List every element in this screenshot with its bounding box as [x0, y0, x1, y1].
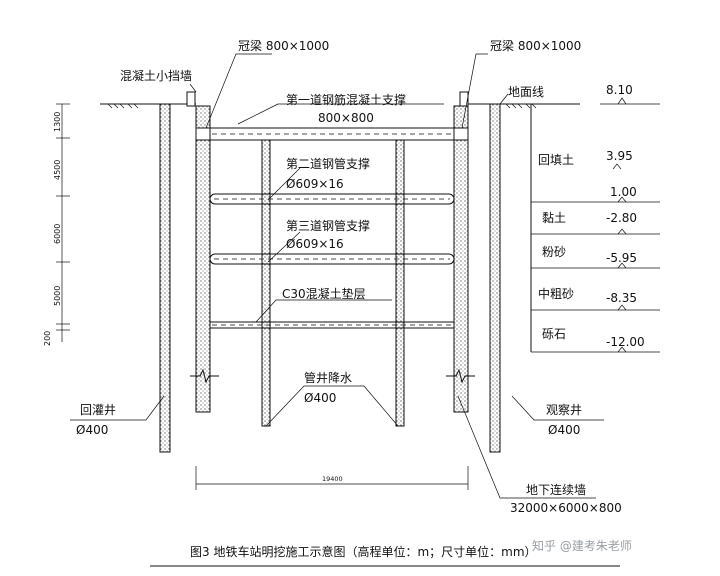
ground-elevation: 8.10 — [606, 83, 633, 97]
strut-2 — [209, 193, 455, 205]
diaphragm-wall-left — [195, 105, 211, 413]
strut-1 — [209, 127, 455, 141]
depth-dim-4: 5000 — [53, 286, 62, 306]
cushion-label: C30混凝土垫层 — [282, 286, 366, 301]
stratum-2-name: 黏土 — [542, 211, 566, 225]
break-marks — [190, 368, 475, 384]
ground-line-label: 地面线 — [508, 85, 544, 99]
figure-caption: 图3 地铁车站明挖施工示意图（高程单位：m；尺寸单位：mm） — [190, 544, 537, 559]
small-wall-label: 混凝土小挡墙 — [120, 68, 192, 83]
strut-1-name: 第一道钢筋混凝土支撑 — [286, 92, 406, 107]
width-dim-label: 19400 — [322, 475, 343, 483]
observation-well-size: Ø400 — [548, 423, 580, 437]
stratum-5-name: 砾石 — [542, 327, 566, 341]
strut-3-size: Ø609×16 — [286, 237, 344, 251]
dewatering-size: Ø400 — [304, 391, 336, 405]
strut-3 — [209, 253, 455, 265]
cushion-layer — [209, 321, 455, 329]
stratum-4-name: 中粗砂 — [538, 286, 574, 301]
depth-dim-5: 200 — [43, 331, 52, 346]
dewatering-name: 管井降水 — [304, 370, 352, 385]
leader-lines — [70, 53, 604, 499]
dewatering-well-right — [395, 139, 405, 427]
stratum-1-bottom: 1.00 — [610, 185, 637, 199]
observation-well-name: 观察井 — [546, 403, 582, 417]
stratum-5-bottom: -12.00 — [606, 335, 645, 349]
depth-dim-1: 1300 — [53, 112, 62, 132]
recharge-well — [159, 103, 171, 453]
stratum-1-top: 3.95 — [606, 149, 633, 163]
observation-well — [489, 103, 501, 453]
strut-1-size: 800×800 — [318, 111, 374, 125]
diaphragm-wall-right — [453, 105, 469, 413]
dewatering-well-left — [261, 139, 271, 427]
crown-beam-right-label: 冠梁 800×1000 — [490, 38, 581, 53]
depth-dim-3: 6000 — [53, 224, 62, 244]
watermark: 知乎 @建考朱老师 — [532, 539, 632, 553]
depth-dimension-chain: 1300 4500 6000 5000 200 — [43, 103, 70, 346]
stratum-1-name: 回填土 — [538, 153, 574, 167]
strut-2-name: 第二道钢管支撑 — [286, 156, 370, 171]
crown-beam-left-label: 冠梁 800×1000 — [238, 38, 329, 53]
stratum-2-bottom: -2.80 — [606, 211, 637, 225]
stratum-4-bottom: -8.35 — [606, 291, 637, 305]
stratum-3-bottom: -5.95 — [606, 251, 637, 265]
recharge-well-size: Ø400 — [76, 423, 108, 437]
depth-dim-2: 4500 — [53, 160, 62, 180]
diaphragm-wall-size: 32000×6000×800 — [510, 501, 622, 515]
strut-3-name: 第三道钢管支撑 — [286, 218, 370, 233]
width-dimension: 19400 — [195, 466, 469, 490]
strata-column — [530, 97, 660, 353]
recharge-well-name: 回灌井 — [80, 403, 116, 417]
stratum-3-name: 粉砂 — [542, 245, 566, 259]
small-retaining-wall-left — [186, 91, 196, 107]
ground-surface — [100, 103, 580, 109]
strut-2-size: Ø609×16 — [286, 177, 344, 191]
diaphragm-wall-name: 地下连续墙 — [526, 482, 586, 497]
